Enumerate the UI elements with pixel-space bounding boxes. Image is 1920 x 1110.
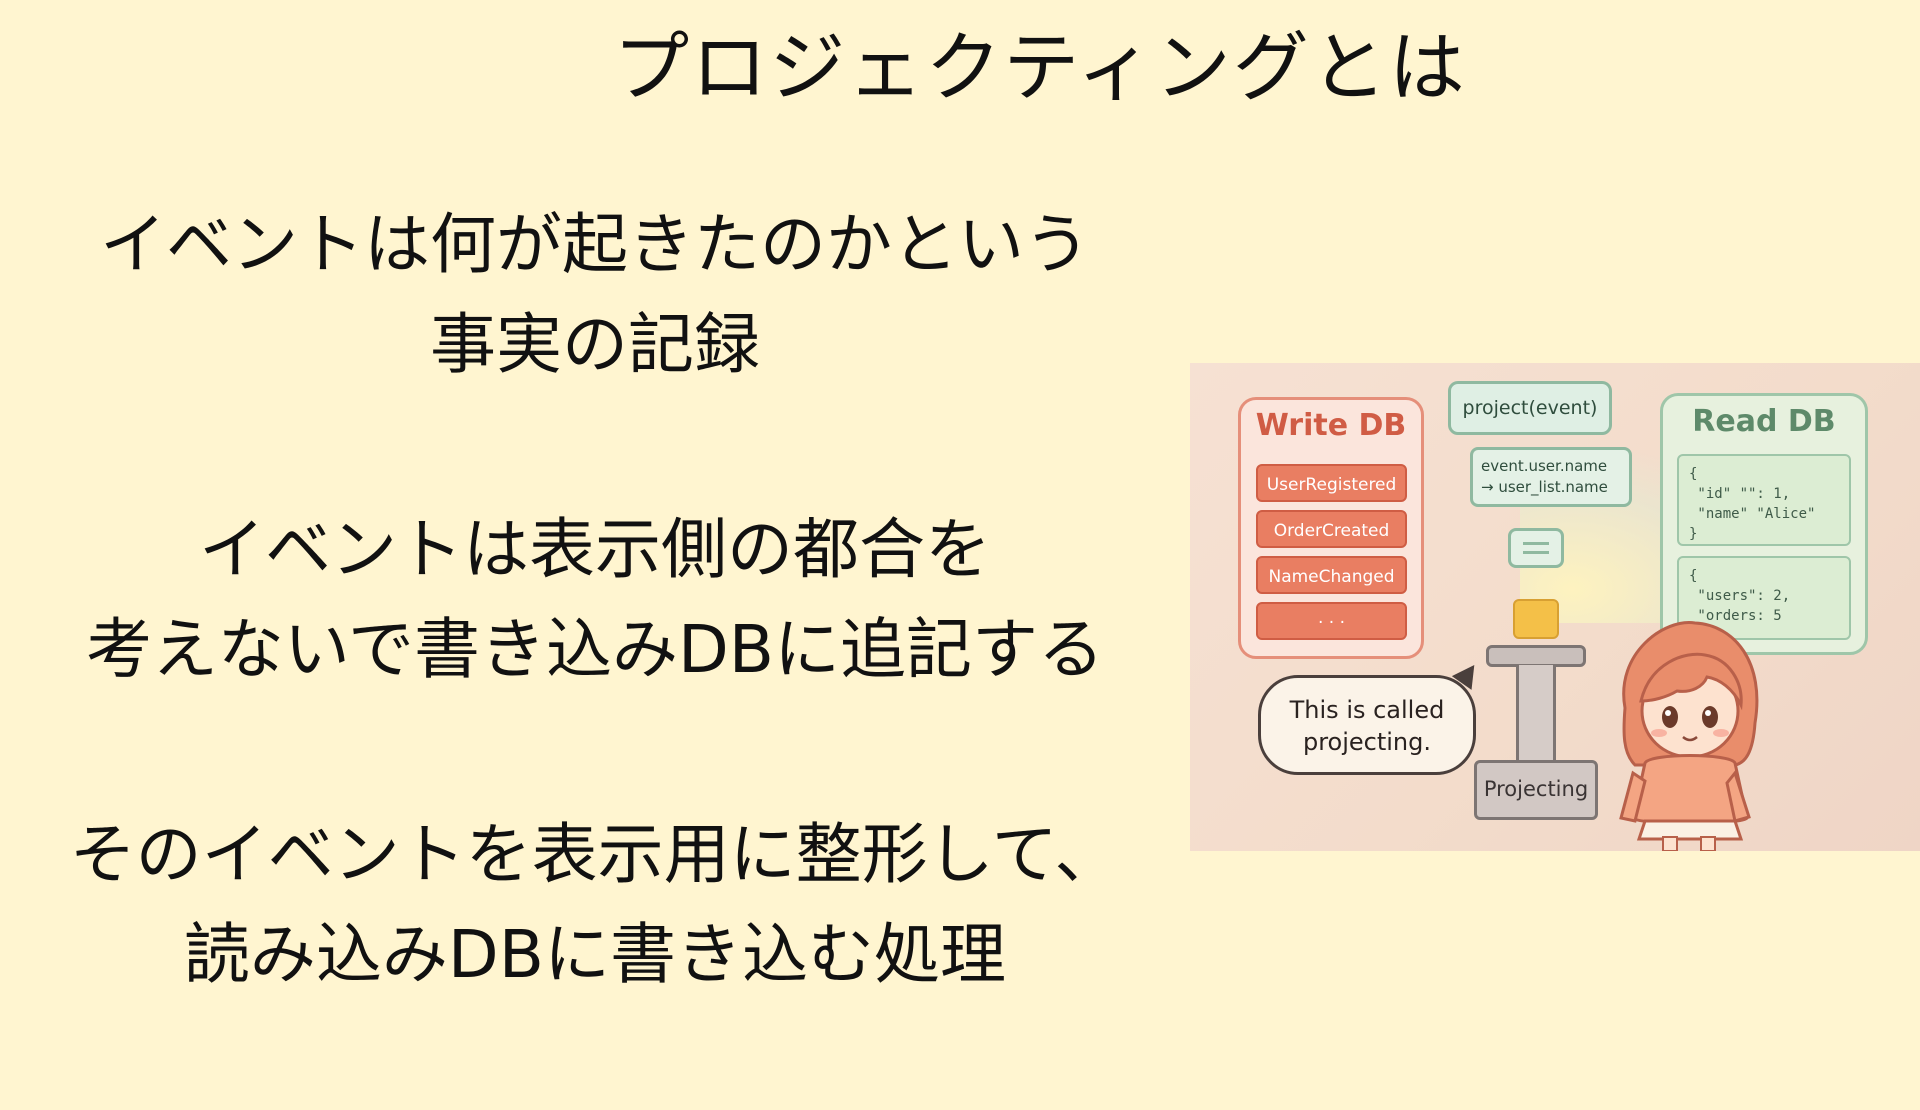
bullet-line: イベントは表示側の都合を [199, 511, 991, 588]
character-illustration [1619, 621, 1759, 851]
event-chip: UserRegistered [1256, 464, 1407, 502]
project-function-box: project(event) [1448, 381, 1612, 435]
bullet-point-2: イベントは表示側の都合を 考えないで書き込みDBに追記する [40, 500, 1150, 700]
write-db-box: Write DB UserRegistered OrderCreated Nam… [1238, 397, 1424, 659]
mapping-box: event.user.name → user_list.name [1470, 447, 1632, 507]
event-chip: OrderCreated [1256, 510, 1407, 548]
bullet-point-1: イベントは何が起きたのかという 事実の記録 [40, 195, 1150, 395]
event-chip: · · · [1256, 602, 1407, 640]
pedestal-stem [1516, 665, 1556, 765]
slide-title: プロジェクティングとは [613, 23, 1467, 112]
event-chip: NameChanged [1256, 556, 1407, 594]
pedestal-label: Projecting [1474, 760, 1598, 820]
speech-bubble: This is called projecting. [1258, 675, 1476, 775]
read-record-card: { "id" "": 1, "name" "Alice" } [1677, 454, 1851, 546]
bullet-line: 事実の記録 [430, 306, 760, 383]
bullet-line: 読み込みDBに書き込む処理 [183, 916, 1007, 993]
speech-line: This is called [1289, 696, 1445, 724]
mapping-line: → user_list.name [1481, 478, 1608, 496]
bullet-line: 考えないで書き込みDBに追記する [85, 611, 1105, 688]
message-bubble-icon [1508, 528, 1564, 568]
bullet-point-3: そのイベントを表示用に整形して、 読み込みDBに書き込む処理 [40, 805, 1150, 1005]
event-cube-icon [1513, 599, 1559, 639]
projection-illustration: Write DB UserRegistered OrderCreated Nam… [1190, 363, 1920, 851]
speech-line: projecting. [1302, 728, 1432, 756]
mapping-line: event.user.name [1481, 457, 1608, 475]
bullet-line: そのイベントを表示用に整形して、 [69, 816, 1121, 893]
write-db-title: Write DB [1255, 408, 1407, 443]
pedestal-top [1486, 645, 1586, 667]
bullet-line: イベントは何が起きたのかという [100, 206, 1090, 283]
read-db-title: Read DB [1692, 404, 1836, 439]
bullet-list: イベントは何が起きたのかという 事実の記録 イベントは表示側の都合を 考えないで… [40, 195, 1150, 1110]
